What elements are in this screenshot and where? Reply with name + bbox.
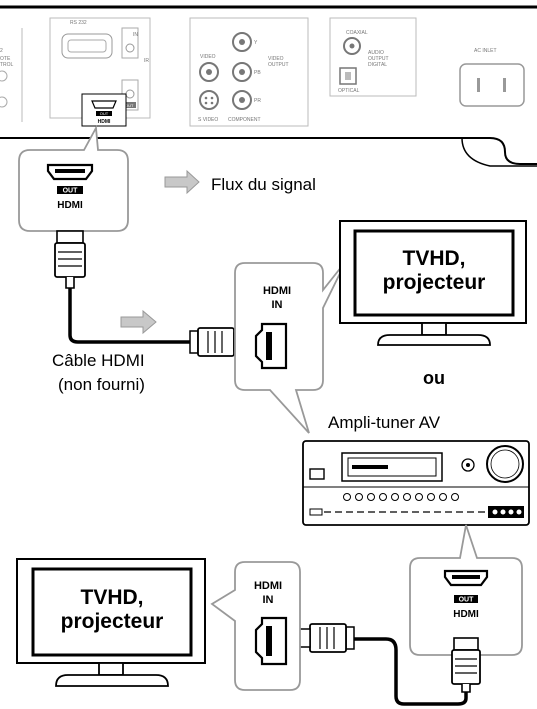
tv-hdmi-in-callout-bottom: HDMI IN [210, 561, 301, 691]
svg-text:projecteur: projecteur [383, 271, 486, 294]
source-hdmi-out-callout: OUT HDMI [18, 124, 129, 232]
svg-text:OUTPUT: OUTPUT [368, 56, 389, 62]
hdmi-cable-top [54, 230, 190, 344]
rs232-ir-section: RS 232 IN IR OUT [49, 17, 151, 119]
tv-top-label: TVHD, [403, 247, 466, 270]
signal-direction-arrow-icon [120, 309, 157, 335]
svg-text:HDMI: HDMI [263, 285, 291, 297]
video-output-section: VIDEO S VIDEO Y PB PR COMPONENT VIDEO OU… [189, 17, 309, 127]
svg-text:OUT: OUT [125, 103, 134, 108]
svg-text:OTE: OTE [0, 56, 11, 62]
svg-text:COAXIAL: COAXIAL [346, 30, 368, 36]
receiver-hdmi-out-callout: OUT HDMI [409, 524, 523, 656]
receiver-title: Ampli-tuner AV [328, 413, 441, 432]
tv-bottom-label: TVHD, [81, 586, 144, 609]
tv-hdmi-in-callout-top: HDMI IN [234, 260, 347, 434]
svg-text:OUT: OUT [459, 597, 475, 604]
audio-output-section: COAXIAL AUDIO OUTPUT DIGITAL OPTICAL [329, 17, 417, 97]
svg-text:VIDEO: VIDEO [268, 56, 284, 62]
svg-text:AC INLET: AC INLET [474, 48, 497, 54]
svg-text:IN: IN [133, 32, 138, 38]
svg-text:projecteur: projecteur [61, 610, 164, 633]
svg-text:IR: IR [144, 58, 149, 64]
cable-label: Câble HDMI [52, 351, 145, 370]
svg-text:HDMI: HDMI [98, 119, 111, 125]
svg-text:OUT: OUT [100, 111, 109, 116]
tv-top: TVHD, projecteur [339, 220, 527, 346]
svg-text:COMPONENT: COMPONENT [228, 117, 261, 123]
player-rear-panel: 2 OTE TROL RS 232 IN IR OUT [0, 5, 537, 167]
svg-text:PR: PR [254, 98, 261, 104]
svg-text:HDMI: HDMI [453, 609, 479, 620]
svg-text:VIDEO: VIDEO [200, 54, 216, 60]
svg-text:IN: IN [272, 299, 283, 311]
svg-text:HDMI: HDMI [254, 580, 282, 592]
svg-text:S VIDEO: S VIDEO [198, 117, 218, 123]
cable-note: (non fourni) [58, 375, 145, 394]
svg-text:PB: PB [254, 70, 261, 76]
svg-text:HDMI: HDMI [57, 200, 83, 211]
svg-text:RS 232: RS 232 [70, 20, 87, 26]
svg-text:Y: Y [254, 40, 258, 46]
svg-text:OPTICAL: OPTICAL [338, 88, 360, 94]
svg-text:2: 2 [0, 48, 3, 54]
svg-text:IN: IN [263, 594, 274, 606]
rear-hdmi-out-port: OUT HDMI [81, 93, 127, 127]
signal-flow-legend: Flux du signal [211, 175, 316, 194]
svg-text:AUDIO: AUDIO [368, 50, 384, 56]
svg-text:OUT: OUT [63, 188, 79, 195]
remote-control-jacks: 2 OTE TROL [0, 28, 23, 122]
hdmi-cable-bottom [295, 623, 481, 706]
tv-bottom: TVHD, projecteur [16, 558, 206, 687]
svg-text:DIGITAL: DIGITAL [368, 62, 387, 68]
ac-inlet: AC INLET [459, 48, 525, 107]
signal-flow-arrow-icon [164, 169, 200, 195]
rs232-port [61, 33, 113, 59]
svg-text:TROL: TROL [0, 62, 14, 68]
av-receiver [302, 440, 530, 526]
svg-text:OUTPUT: OUTPUT [268, 62, 289, 68]
or-separator: ou [423, 368, 445, 388]
